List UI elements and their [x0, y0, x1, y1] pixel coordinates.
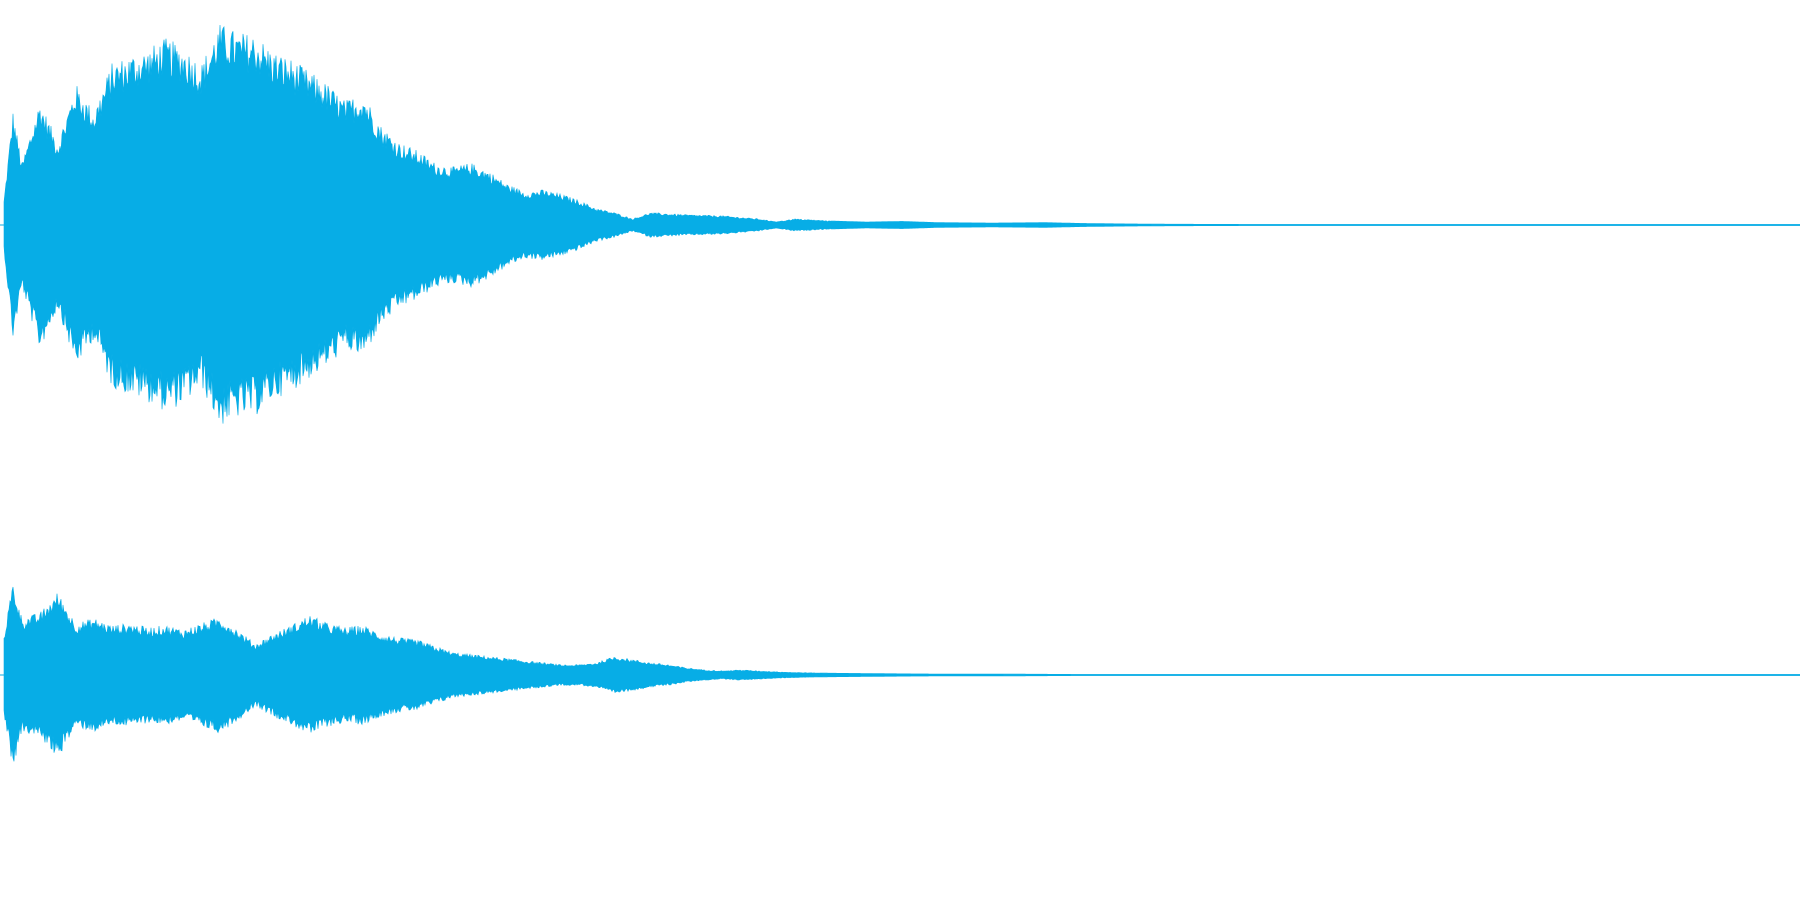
channel-2-waveform [0, 586, 1800, 762]
channel-1-waveform [0, 24, 1800, 424]
channel-1-waveform-shape [3, 24, 1800, 424]
channel-2-waveform-shape [3, 586, 1800, 762]
